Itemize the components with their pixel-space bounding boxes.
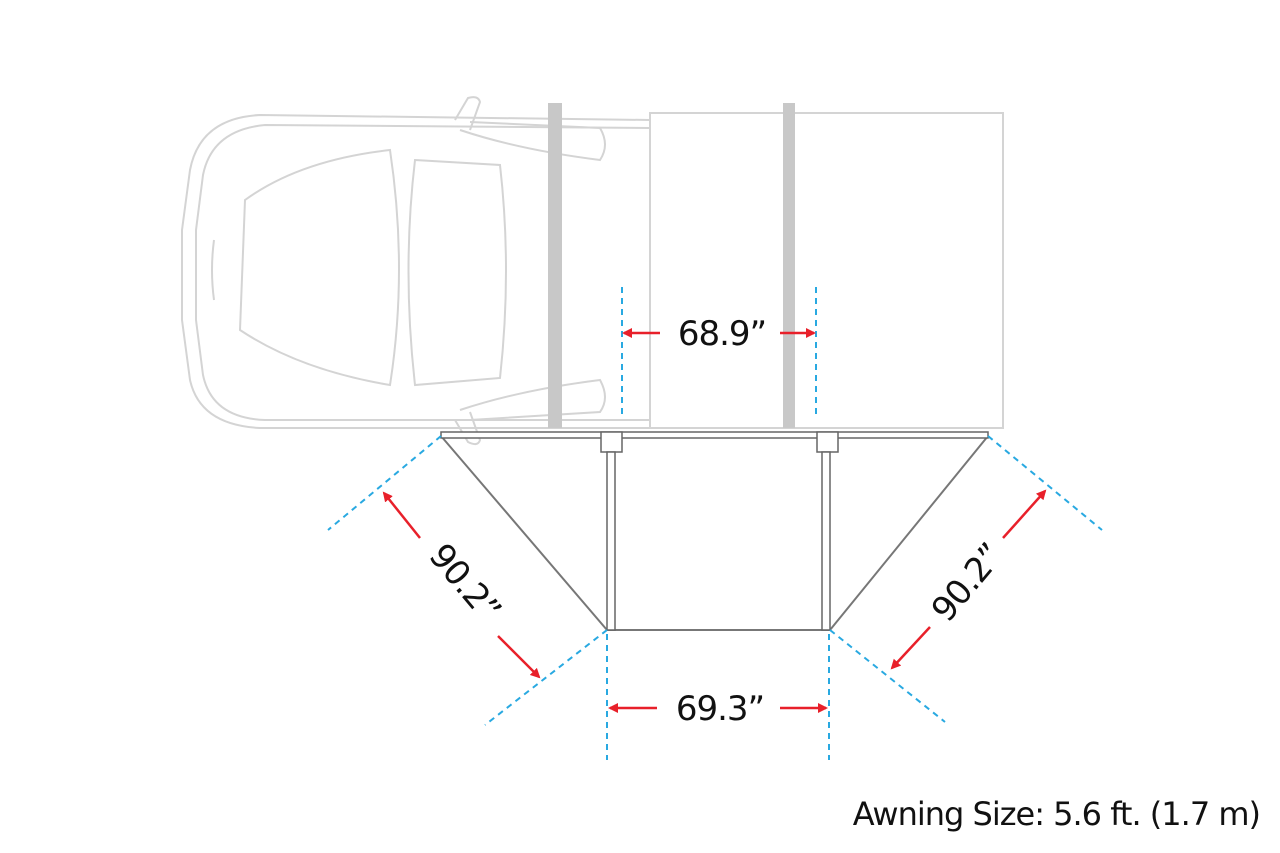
awning: [440, 431, 989, 631]
top-width-label: 68.9”: [678, 314, 766, 354]
left-side-label: 90.2”: [421, 536, 508, 629]
dimension-arrows: [382, 328, 1047, 713]
awning-size-caption: Awning Size: 5.6 ft. (1.7 m): [852, 795, 1261, 833]
vehicle-outline: [181, 96, 651, 446]
roof-bar-rear: [783, 103, 795, 428]
bottom-width-label: 69.3”: [676, 689, 764, 729]
truck-bed: [649, 112, 1004, 429]
right-side-label: 90.2”: [924, 536, 1011, 629]
roof-bar-front: [548, 103, 562, 428]
dimension-lines: [327, 287, 1103, 760]
